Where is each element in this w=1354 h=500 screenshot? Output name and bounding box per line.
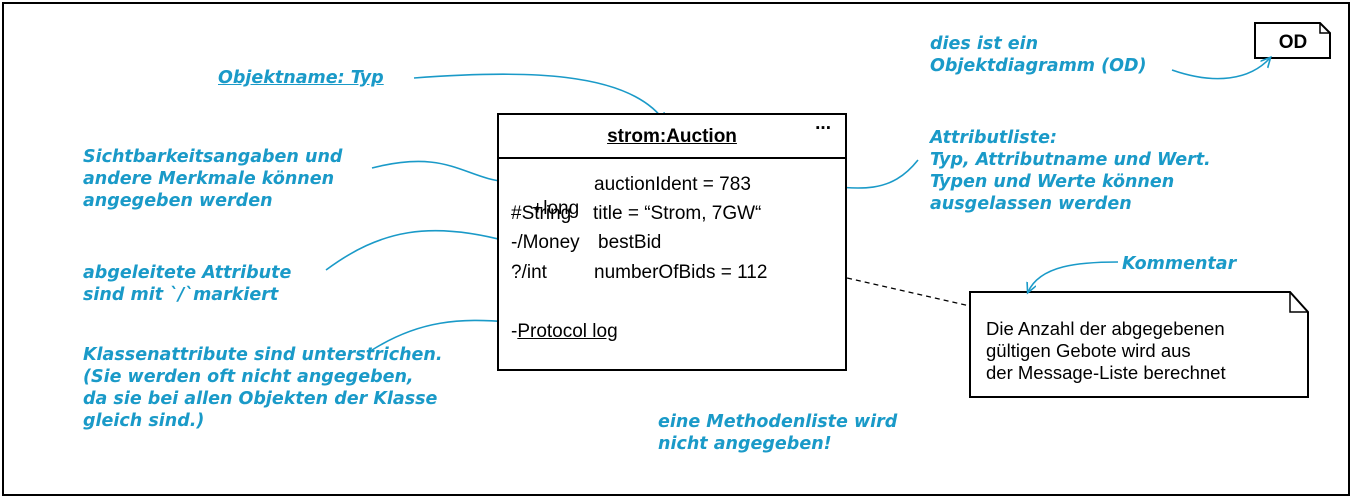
arrow-objektname xyxy=(413,73,665,122)
od-tag-label: OD xyxy=(1278,32,1308,53)
arrow-sichtbarkeit xyxy=(371,160,510,182)
comment-text: Die Anzahl der abgegebenen gültigen Gebo… xyxy=(986,318,1226,383)
attribute-visibility: #String xyxy=(511,203,572,224)
annotation-abgeleitet: abgeleitete Attribute sind mit `/`markie… xyxy=(83,263,292,305)
object-header: strom:Auction ... xyxy=(499,113,845,159)
object-title: strom:Auction xyxy=(607,126,737,147)
object-box: strom:Auction ... +long auctionIdent = 7… xyxy=(497,113,847,371)
annotation-objektname: Objektname: Typ xyxy=(218,68,384,88)
arrow-od xyxy=(1171,58,1270,80)
annotation-methodenliste: eine Methodenliste wird nicht angegeben! xyxy=(658,412,898,454)
more-dots: ... xyxy=(815,113,831,134)
attribute-visibility: +long xyxy=(532,198,580,219)
comment-note-shape xyxy=(969,291,1309,398)
annotation-sichtbarkeit: Sichtbarkeitsangaben und andere Merkmale… xyxy=(83,147,343,211)
arrow-kommentar xyxy=(1028,261,1119,292)
attribute-visibility: -/Money xyxy=(511,232,580,253)
od-tag-fold xyxy=(1319,23,1330,34)
class-attribute-row: -Protocol log xyxy=(511,320,618,344)
arrow-abgeleitet xyxy=(325,229,510,271)
class-attribute: Protocol log xyxy=(517,321,618,342)
od-tag-shape xyxy=(1254,22,1331,59)
annotation-attributliste: Attributliste: Typ, Attributname und Wer… xyxy=(930,128,1211,214)
annotation-kommentar: Kommentar xyxy=(1122,254,1237,274)
attribute-value: numberOfBids = 112 xyxy=(594,262,768,283)
arrow-klassenattribute xyxy=(371,320,510,351)
attribute-row: +long xyxy=(511,173,579,245)
attribute-value: auctionIdent = 783 xyxy=(594,174,751,195)
attribute-visibility: ?/int xyxy=(511,262,547,283)
class-attribute-prefix: - xyxy=(511,321,518,342)
attribute-value: title = “Strom, 7GW“ xyxy=(593,203,762,224)
comment-note-fold xyxy=(1289,292,1308,313)
attribute-value: bestBid xyxy=(598,232,662,253)
annotation-klassenattribute: Klassenattribute sind unterstrichen. (Si… xyxy=(83,345,443,431)
annotation-od: dies ist ein Objektdiagramm (OD) xyxy=(930,34,1147,76)
